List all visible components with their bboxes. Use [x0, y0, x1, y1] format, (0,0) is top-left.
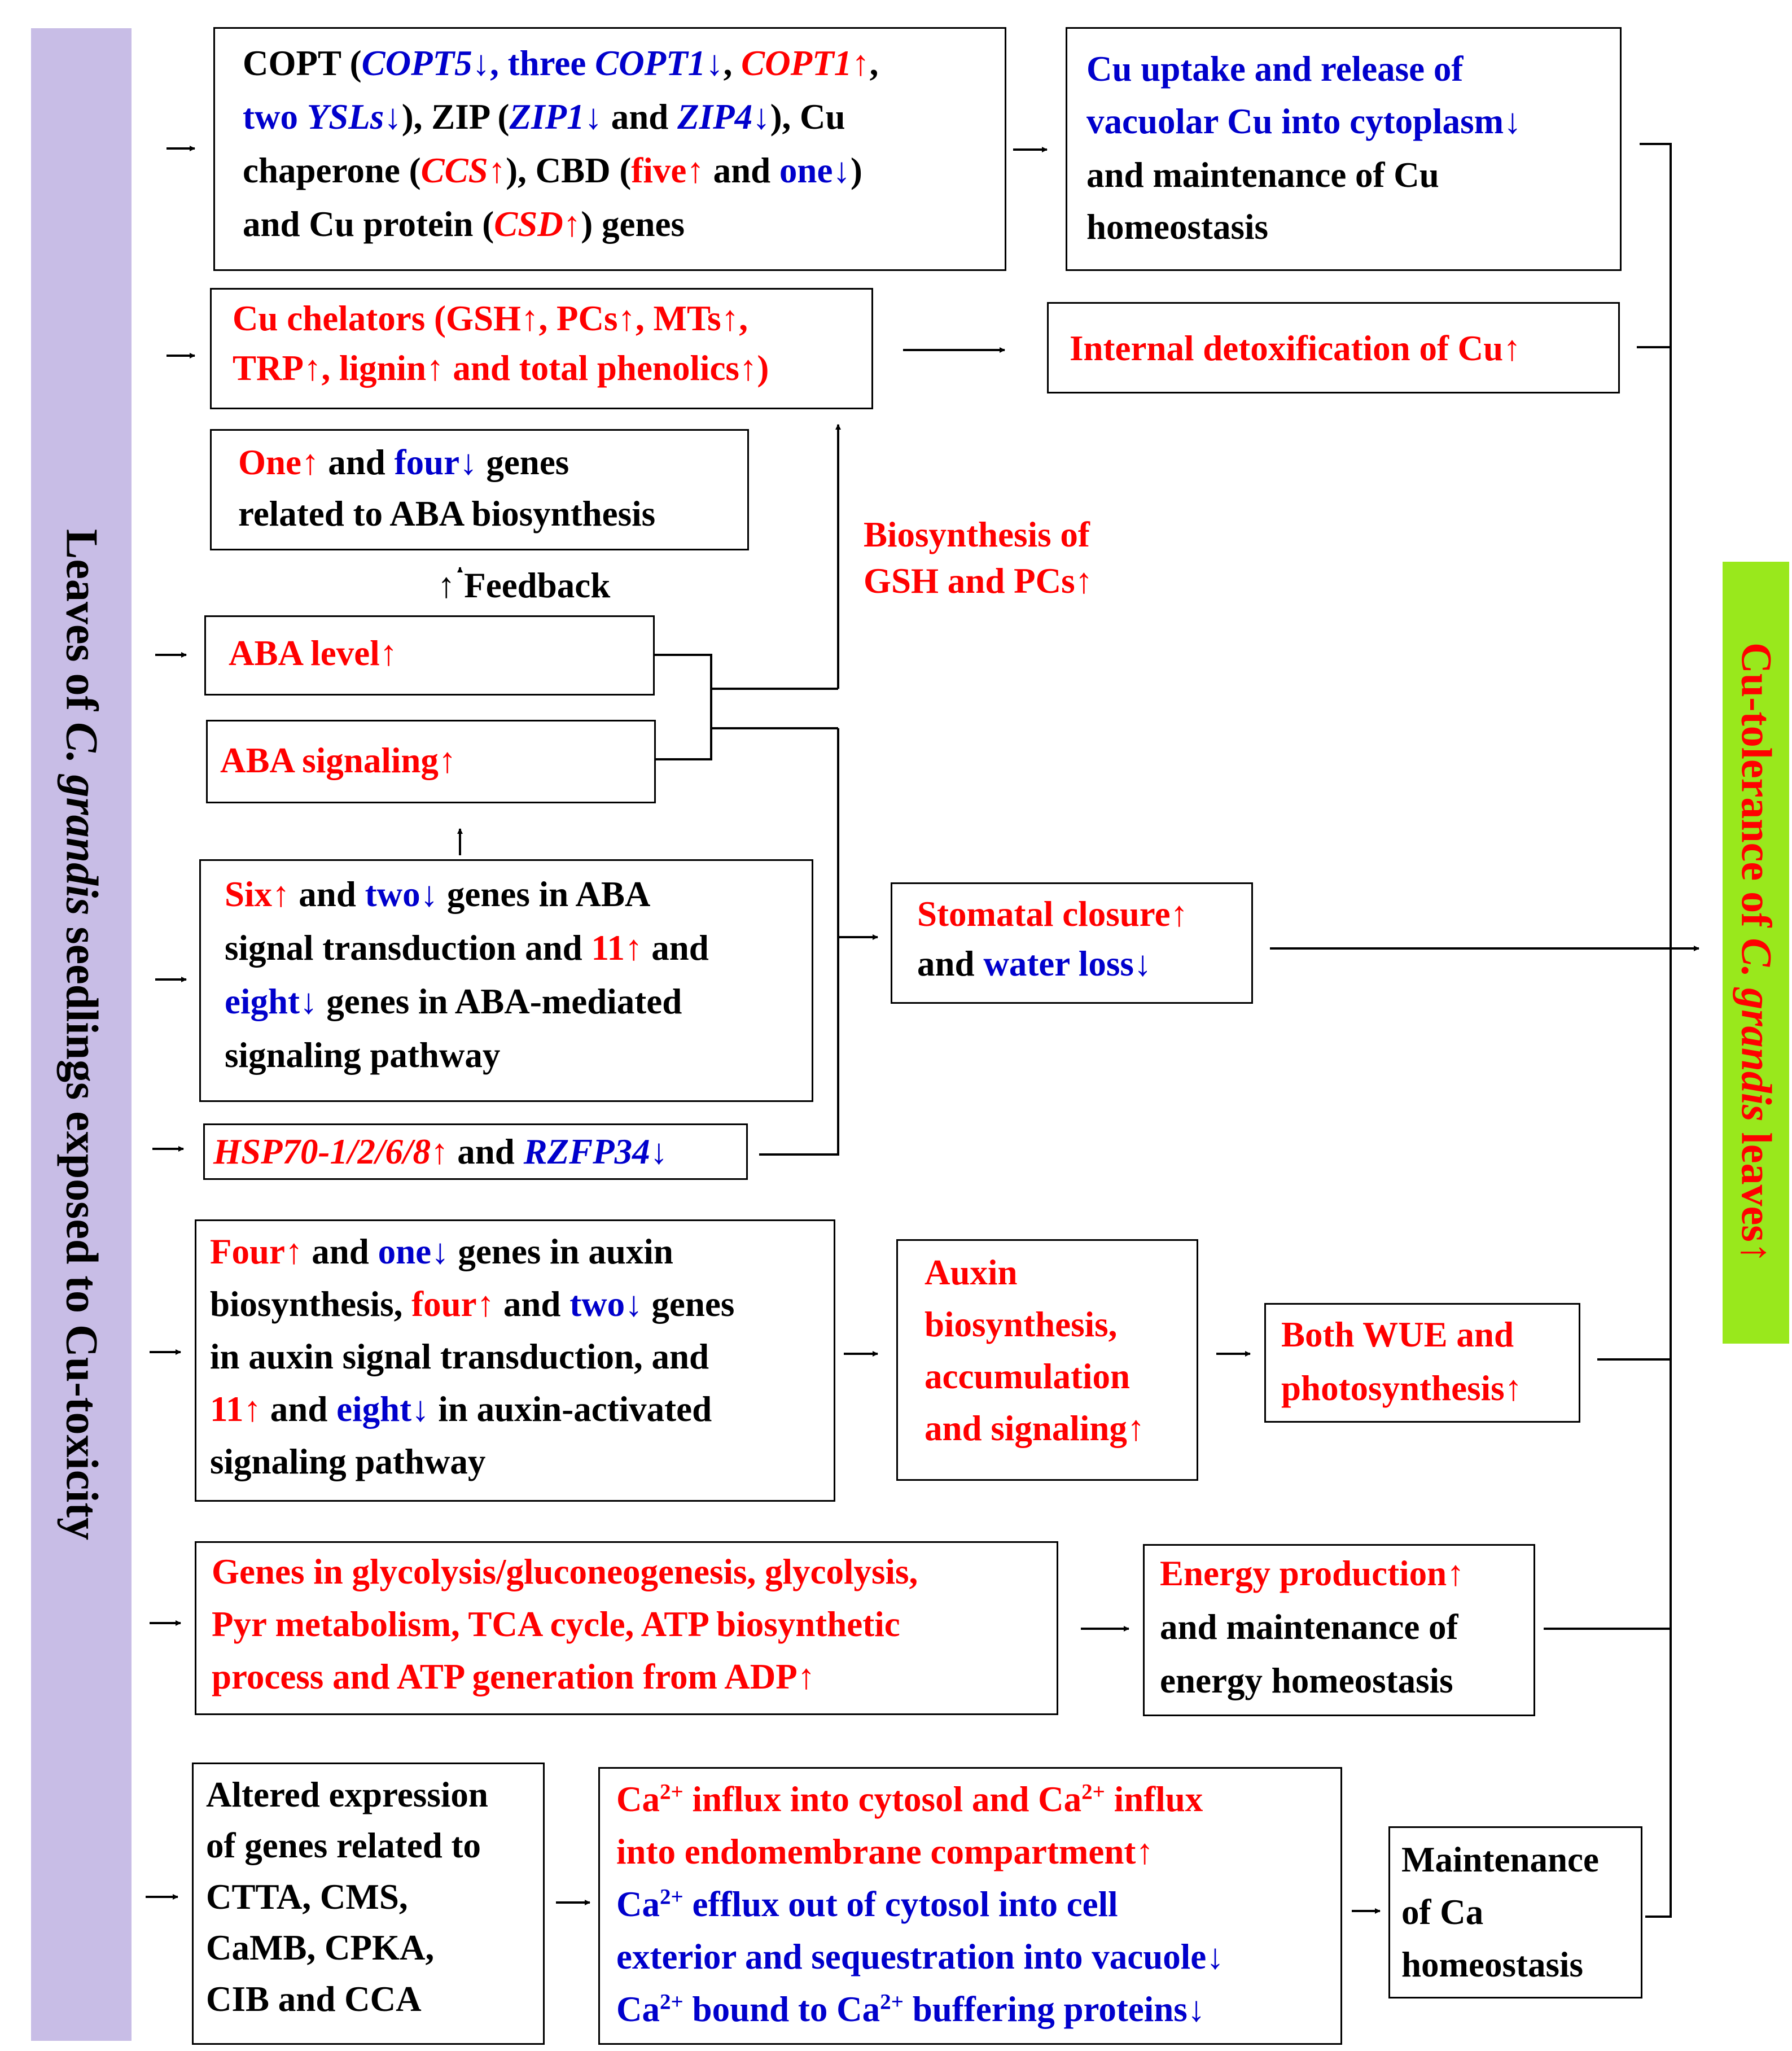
ca-flux-line5: Ca2+ bound to Ca2+ buffering proteins↓ [616, 1989, 1206, 2029]
auxin-genes-line3: in auxin signal transduction, and [210, 1337, 709, 1376]
right-bar: Cu-tolerance of C. grandis leaves↑ [1723, 562, 1789, 1344]
stomatal-line2: and water loss↓ [917, 944, 1152, 983]
ca-maint-line3: homeostasis [1401, 1945, 1584, 1984]
aba-level-text: ABA level↑ [229, 633, 398, 673]
altered-line2: of genes related to [206, 1826, 481, 1865]
aba-genes-box [210, 429, 749, 550]
copt-line3: chaperone (CCS↑), CBD (five↑ and one↓) [243, 151, 862, 190]
energy-line3: energy homeostasis [1160, 1661, 1453, 1700]
ca-flux-line3: Ca2+ efflux out of cytosol into cell [616, 1884, 1118, 1924]
chelators-line1: Cu chelators (GSH↑, PCs↑, MTs↑, [233, 299, 748, 338]
glyco-line3: process and ATP generation from ADP↑ [212, 1657, 816, 1696]
left-bar: Leaves of C. grandis seedlings exposed t… [31, 28, 132, 2041]
cu-uptake-line2: vacuolar Cu into cytoplasm↓ [1086, 102, 1522, 141]
ca-maint-line2: of Ca [1401, 1892, 1484, 1932]
ca-flux-line1: Ca2+ influx into cytosol and Ca2+ influx [616, 1779, 1203, 1819]
auxin-genes-line4: 11↑ and eight↓ in auxin-activated [210, 1389, 712, 1429]
auxin-bio-line3: accumulation [925, 1357, 1131, 1396]
glyco-line1: Genes in glycolysis/gluconeogenesis, gly… [212, 1552, 918, 1591]
aba-genes-line2: related to ABA biosynthesis [238, 494, 656, 533]
hsp-box [203, 1123, 748, 1180]
stomatal-line1: Stomatal closure↑ [917, 894, 1189, 934]
copt-box [213, 27, 1006, 271]
input-arrows [146, 146, 195, 1900]
auxin-genes-line1: Four↑ and one↓ genes in auxin [210, 1232, 673, 1271]
cu-uptake-box [1066, 27, 1622, 271]
aba-level-box [204, 615, 655, 696]
copt-line1: COPT (COPT5↓, three COPT1↓, COPT1↑, [243, 43, 879, 83]
aba-signal-genes-line3: eight↓ genes in ABA-mediated [225, 982, 682, 1021]
aba-signaling-text: ABA signaling↑ [220, 741, 457, 780]
aba-signal-genes-line1: Six↑ and two↓ genes in ABA [225, 874, 651, 914]
altered-line1: Altered expression [206, 1775, 488, 1814]
wue-line2: photosynthesis↑ [1281, 1368, 1523, 1408]
aba-genes-line1: One↑ and four↓ genes [238, 443, 569, 482]
junction-lines [655, 143, 1672, 1918]
altered-line5: CIB and CCA [206, 1979, 422, 2019]
auxin-genes-line2: biosynthesis, four↑ and two↓ genes [210, 1284, 735, 1324]
aba-signal-genes-box [199, 859, 813, 1102]
altered-line3: CTTA, CMS, [206, 1877, 408, 1917]
right-bar-label: Cu-tolerance of C. grandis leaves↑ [1732, 642, 1780, 1263]
detox-box [1047, 302, 1620, 393]
energy-box [1143, 1544, 1535, 1716]
auxin-bio-line1: Auxin [925, 1253, 1018, 1292]
ca-maint-box [1388, 1826, 1642, 1998]
auxin-genes-line5: signaling pathway [210, 1442, 486, 1481]
ca-flux-line2: into endomembrane compartment↑ [616, 1832, 1154, 1871]
left-bar-label: Leaves of C. grandis seedlings exposed t… [56, 528, 107, 1541]
chelators-box [210, 288, 873, 409]
copt-line2: two YSLs↓), ZIP (ZIP1↓ and ZIP4↓), Cu [243, 97, 845, 137]
detox-line1: Internal detoxification of Cu↑ [1070, 329, 1521, 368]
wue-line1: Both WUE and [1281, 1315, 1514, 1354]
cu-uptake-line3: and maintenance of Cu [1086, 155, 1439, 195]
feedback-label: ↑ Feedback [437, 566, 611, 605]
glyco-box [195, 1541, 1058, 1715]
stomatal-box [891, 882, 1253, 1004]
cu-uptake-line1: Cu uptake and release of [1086, 49, 1464, 89]
hsp-line1: HSP70-1/2/6/8↑ and RZFP34↓ [213, 1132, 668, 1171]
energy-line1: Energy production↑ [1160, 1554, 1465, 1593]
gsh-label-line2: GSH and PCs↑ [864, 561, 1093, 601]
cu-uptake-line4: homeostasis [1086, 207, 1269, 247]
aba-signaling-box [206, 720, 656, 803]
auxin-bio-line2: biosynthesis, [925, 1305, 1118, 1344]
ca-flux-box [598, 1767, 1342, 2045]
flow-arrows [457, 147, 1699, 1914]
ca-flux-line4: exterior and sequestration into vacuole↓ [616, 1937, 1224, 1976]
auxin-bio-box [896, 1239, 1198, 1481]
chelators-line2: TRP↑, lignin↑ and total phenolics↑) [233, 348, 769, 388]
copt-line4: and Cu protein (CSD↑) genes [243, 204, 685, 244]
altered-box [192, 1763, 545, 2045]
aba-signal-genes-line2: signal transduction and 11↑ and [225, 928, 709, 968]
glyco-line2: Pyr metabolism, TCA cycle, ATP biosynthe… [212, 1604, 900, 1644]
altered-line4: CaMB, CPKA, [206, 1928, 435, 1967]
wue-box [1264, 1303, 1580, 1423]
gsh-label-line1: Biosynthesis of [864, 515, 1090, 554]
auxin-genes-box [195, 1219, 835, 1502]
energy-line2: and maintenance of [1160, 1607, 1458, 1647]
aba-signal-genes-line4: signaling pathway [225, 1035, 501, 1075]
auxin-bio-line4: and signaling↑ [925, 1409, 1145, 1448]
ca-maint-line1: Maintenance [1401, 1840, 1599, 1879]
